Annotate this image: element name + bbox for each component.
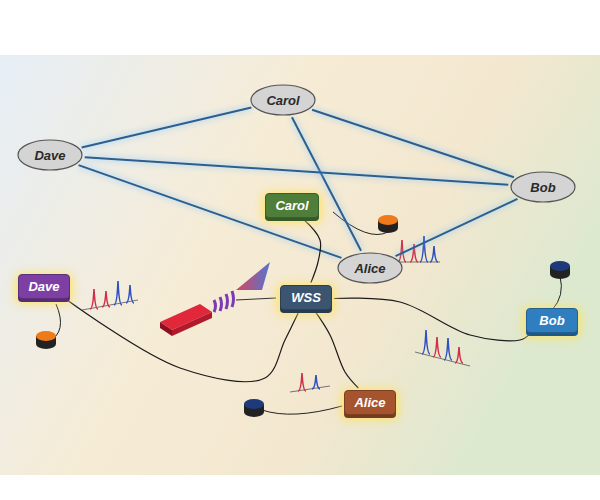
node-label: Dave [34, 148, 65, 163]
network-node: Alice [337, 252, 403, 284]
network-node: Carol [250, 84, 316, 116]
spectrum [290, 373, 330, 392]
node-label: Dave [28, 279, 59, 294]
fiber [315, 311, 358, 388]
device-box: Dave [18, 274, 70, 299]
node-label: Bob [530, 180, 555, 195]
node-label: WSS [291, 290, 321, 305]
detector [36, 304, 61, 349]
detector [244, 399, 342, 417]
quantum-link [292, 117, 361, 250]
spectrum [390, 236, 440, 262]
node-label: Alice [354, 261, 385, 276]
node-label: Carol [275, 198, 308, 213]
network-node: Bob [510, 171, 576, 203]
quantum-link [85, 157, 509, 184]
spectrum [82, 281, 138, 310]
spectrum [415, 330, 470, 366]
detector [550, 261, 570, 310]
device-box: Carol [265, 193, 318, 218]
quantum-link [312, 110, 514, 178]
device-box: Bob [526, 308, 578, 333]
quantum-link [82, 107, 252, 147]
fiber [334, 298, 530, 341]
background-gradient [0, 55, 600, 475]
fiber [66, 300, 299, 382]
device-box: WSS [280, 285, 332, 310]
laser [160, 262, 276, 336]
network-node: Dave [17, 139, 83, 171]
quantum-link [79, 165, 342, 258]
node-label: Bob [539, 313, 564, 328]
fiber [303, 219, 321, 283]
node-label: Carol [266, 93, 299, 108]
device-box: Alice [344, 390, 396, 415]
quantum-link [396, 199, 518, 256]
node-label: Alice [354, 395, 385, 410]
